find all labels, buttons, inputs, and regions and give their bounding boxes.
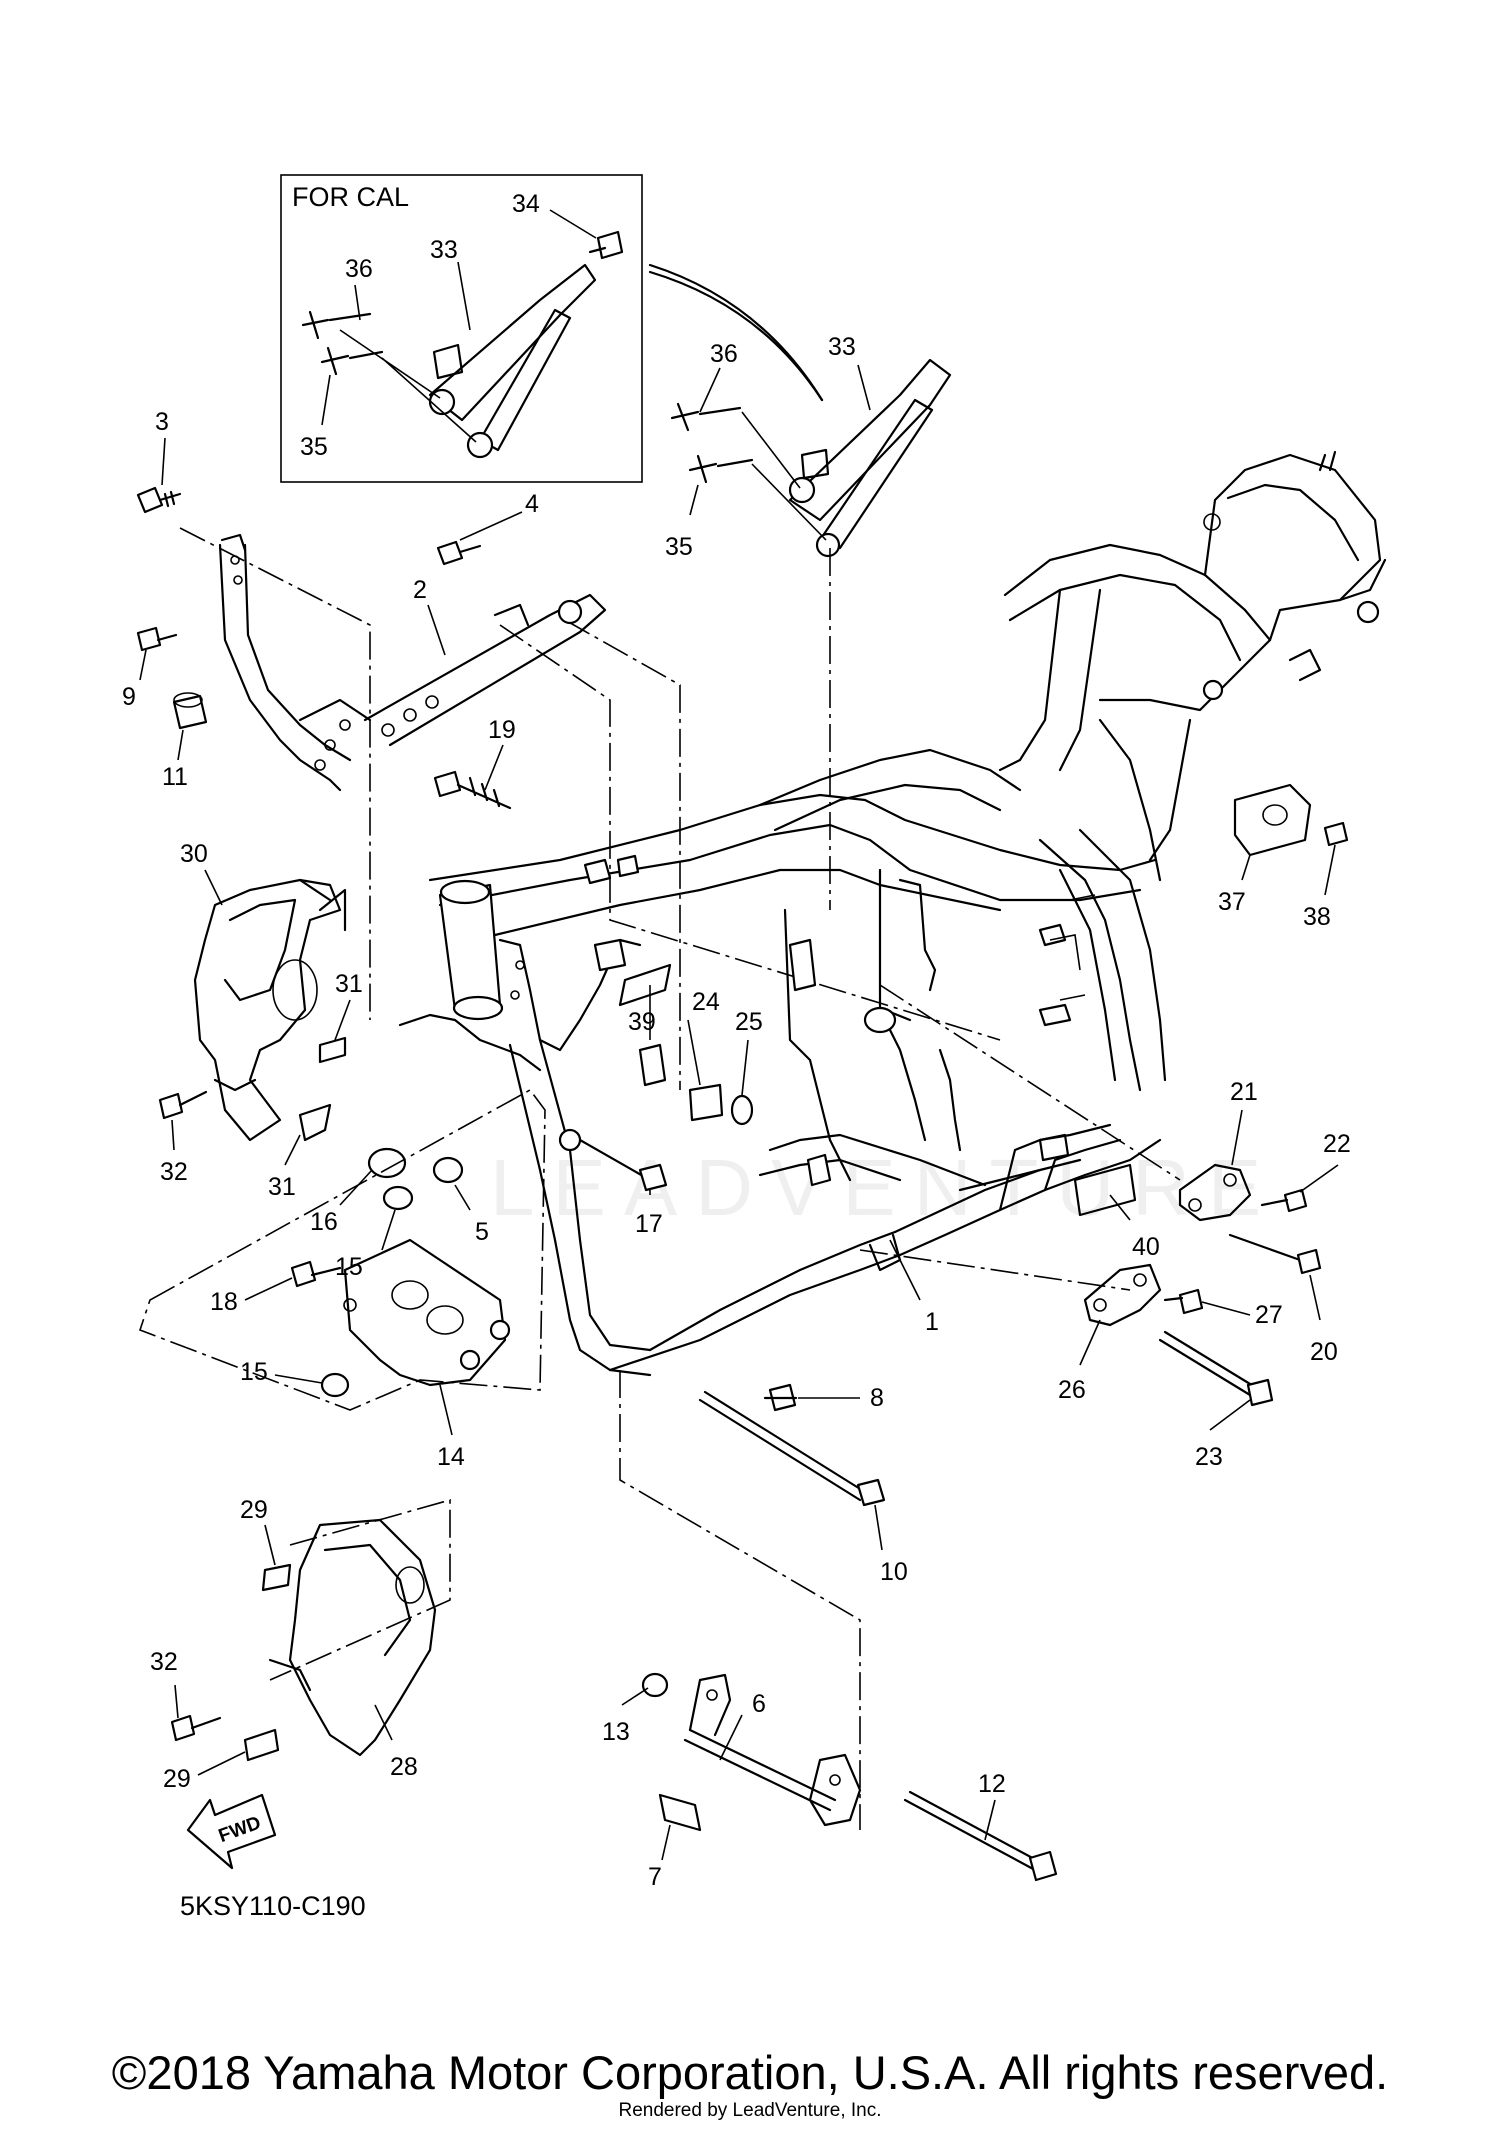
cap-16	[367, 1147, 407, 1179]
callout-19: 19	[488, 716, 516, 744]
callout-16: 16	[310, 1208, 338, 1236]
bolt-19	[433, 770, 512, 810]
callout-5: 5	[475, 1218, 489, 1246]
callout-8: 8	[870, 1384, 884, 1412]
diagram-code: 5KSY110-C190	[180, 1891, 366, 1921]
callout-33-main: 33	[828, 333, 856, 361]
callout-22: 22	[1323, 1130, 1351, 1158]
callout-9: 9	[122, 683, 136, 711]
callout-6: 6	[752, 1690, 766, 1718]
callout-14: 14	[437, 1443, 465, 1471]
bolt-12	[903, 1790, 1058, 1882]
callout-36-main: 36	[710, 340, 738, 368]
bolt-10	[698, 1390, 886, 1507]
callout-23: 23	[1195, 1443, 1223, 1471]
bolt-23	[1158, 1330, 1274, 1407]
callout-10: 10	[880, 1558, 908, 1586]
nut-5	[432, 1156, 464, 1184]
callout-35-main: 35	[665, 533, 693, 561]
callout-13: 13	[602, 1718, 630, 1746]
cover-30	[193, 878, 347, 1142]
bolt-20	[1228, 1233, 1322, 1275]
callout-11: 11	[162, 763, 188, 791]
callout-39: 39	[628, 1008, 656, 1036]
engine-bracket-33	[670, 358, 952, 558]
bolt-27	[1178, 1288, 1204, 1315]
callout-labels: 1 2 3 4 5 6 7 8 9 10 11 12 13 14 15 15 1…	[122, 190, 1351, 1891]
bolt-4	[436, 540, 464, 566]
fwd-arrow-icon: FWD	[186, 1793, 277, 1870]
bolt-18	[290, 1260, 317, 1288]
callout-21: 21	[1230, 1078, 1258, 1106]
screw-38	[1323, 821, 1349, 847]
callout-34: 34	[512, 190, 540, 218]
bolt-9	[136, 626, 162, 652]
callout-26: 26	[1058, 1376, 1086, 1404]
bolt-17	[558, 1128, 668, 1192]
callout-1: 1	[925, 1308, 939, 1336]
callout-4: 4	[525, 490, 539, 518]
cover-28	[243, 1498, 451, 1762]
callout-20: 20	[1310, 1338, 1338, 1366]
copyright-notice: ©2018 Yamaha Motor Corporation, U.S.A. A…	[111, 2046, 1389, 2099]
callout-25: 25	[735, 1008, 763, 1036]
main-frame-1	[398, 450, 1387, 1377]
callout-12: 12	[978, 1770, 1006, 1798]
callout-28: 28	[390, 1753, 418, 1781]
bolt-32-lower	[170, 1714, 196, 1742]
callout-32-lower: 32	[150, 1648, 178, 1676]
callout-37: 37	[1218, 888, 1246, 916]
callout-27: 27	[1255, 1301, 1283, 1329]
callout-7: 7	[648, 1863, 662, 1891]
callout-38: 38	[1303, 903, 1331, 931]
hanger-bracket	[218, 533, 372, 792]
callout-15-upper: 15	[335, 1253, 363, 1281]
collar-15-upper	[382, 1185, 414, 1211]
callout-35-inset: 35	[300, 433, 328, 461]
callout-24: 24	[692, 988, 720, 1016]
mount-bracket-14	[138, 1088, 546, 1411]
callout-18: 18	[210, 1288, 238, 1316]
callout-2: 2	[413, 576, 427, 604]
callout-36-inset: 36	[345, 255, 373, 283]
collar-24	[688, 1083, 724, 1122]
front-bracket-2	[363, 593, 607, 747]
callout-29-upper: 29	[240, 1496, 268, 1524]
callout-32-upper: 32	[160, 1158, 188, 1186]
collar-15-lower	[320, 1372, 350, 1398]
callout-3: 3	[155, 408, 169, 436]
callout-15-lower: 15	[240, 1358, 268, 1386]
label-40	[1073, 1163, 1137, 1217]
washer-25	[730, 1094, 754, 1126]
bolt-3	[136, 486, 182, 514]
damper-37	[1233, 783, 1312, 857]
rendered-by-notice: Rendered by LeadVenture, Inc.	[618, 2100, 882, 2121]
stay-6	[683, 1673, 862, 1827]
bolt-22	[1283, 1188, 1308, 1213]
bracket-21	[1178, 1163, 1252, 1222]
inset-title: FOR CAL	[292, 182, 409, 212]
callout-31-lower: 31	[268, 1173, 296, 1201]
for-cal-inset: FOR CAL	[280, 174, 643, 483]
callout-29-lower: 29	[163, 1765, 191, 1793]
callout-33-inset: 33	[430, 236, 458, 264]
bolt-32-upper	[158, 1092, 184, 1120]
callout-17: 17	[635, 1210, 663, 1238]
bracket-26	[1083, 1263, 1162, 1327]
nut-13	[641, 1672, 669, 1698]
callout-31-upper: 31	[335, 970, 363, 998]
clip-7	[658, 1793, 702, 1832]
callout-30: 30	[180, 840, 208, 868]
callout-40: 40	[1132, 1233, 1160, 1261]
